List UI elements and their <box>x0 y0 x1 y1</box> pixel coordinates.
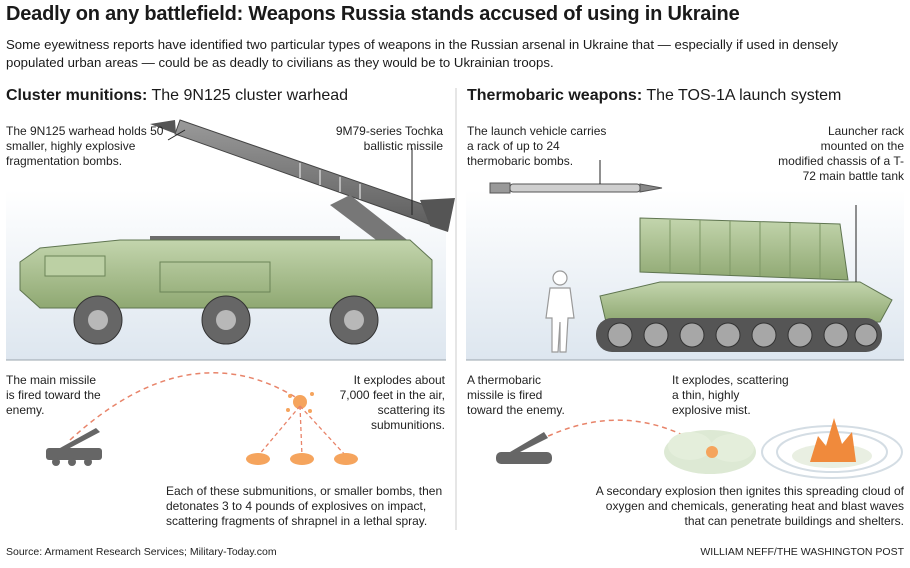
ground-impacts <box>246 453 358 465</box>
launcher-rack <box>639 217 849 281</box>
right-heading-bold: Thermobaric weapons: <box>467 87 643 104</box>
missile-trajectory <box>69 372 301 441</box>
warhead-nose <box>150 120 176 134</box>
tochka-missile <box>150 119 455 232</box>
rack-note: Launcher rack mounted on the modified ch… <box>778 124 904 183</box>
cluster-sequence <box>46 372 358 466</box>
credit-line: WILLIAM NEFF/THE WASHINGTON POST <box>700 546 904 558</box>
road-wheels <box>607 322 878 348</box>
secondary-explosion-note: A secondary explosion then ignites this … <box>595 484 904 528</box>
cluster-explodes-note: It explodes about 7,000 feet in the air,… <box>339 373 445 432</box>
tos-1a-vehicle <box>596 217 893 352</box>
source-line: Source: Armament Research Services; Mili… <box>6 546 277 558</box>
thermobaric-sequence <box>496 418 903 479</box>
thermobaric-rocket <box>489 182 663 194</box>
thermobaric-explodes-note: It explodes, scattering a thin, highly e… <box>672 373 789 417</box>
deck: Some eyewitness reports have identified … <box>6 37 838 70</box>
right-heading-rest: The TOS-1A launch system <box>642 87 842 104</box>
air-burst <box>286 392 314 413</box>
left-heading-rest: The 9N125 cluster warhead <box>147 87 349 104</box>
right-section-heading: Thermobaric weapons: The TOS-1A launch s… <box>467 87 841 105</box>
hull-panel <box>159 261 271 293</box>
submunition-paths <box>257 405 347 457</box>
tank-hull <box>599 281 893 323</box>
missile-fins <box>420 198 455 232</box>
warhead-note: The 9N125 warhead holds 50 smaller, high… <box>6 124 164 168</box>
left-section-heading: Cluster munitions: The 9N125 cluster war… <box>6 87 348 105</box>
cab-window <box>44 255 106 277</box>
small-tos <box>496 432 552 464</box>
warhead-leader <box>167 129 186 141</box>
vehicle-note: The launch vehicle carries a rack of up … <box>467 124 607 168</box>
aerosol-cloud <box>664 430 756 474</box>
launcher-hull <box>19 239 433 309</box>
secondary-explosion <box>761 418 903 479</box>
submunitions-note: Each of these submunitions, or smaller b… <box>166 484 443 528</box>
soldier-silhouette <box>545 270 575 353</box>
headline: Deadly on any battlefield: Weapons Russi… <box>6 3 740 25</box>
thermobaric-fired-note: A thermobaric missile is fired toward th… <box>467 373 565 417</box>
small-launcher <box>46 428 102 466</box>
rocket-trajectory <box>539 419 713 453</box>
tochka-launcher <box>19 119 455 345</box>
missile-note: 9M79-series Tochka ballistic missile <box>335 124 443 153</box>
left-heading-bold: Cluster munitions: <box>6 87 148 104</box>
cluster-fired-note: The main missile is fired toward the ene… <box>6 373 101 417</box>
